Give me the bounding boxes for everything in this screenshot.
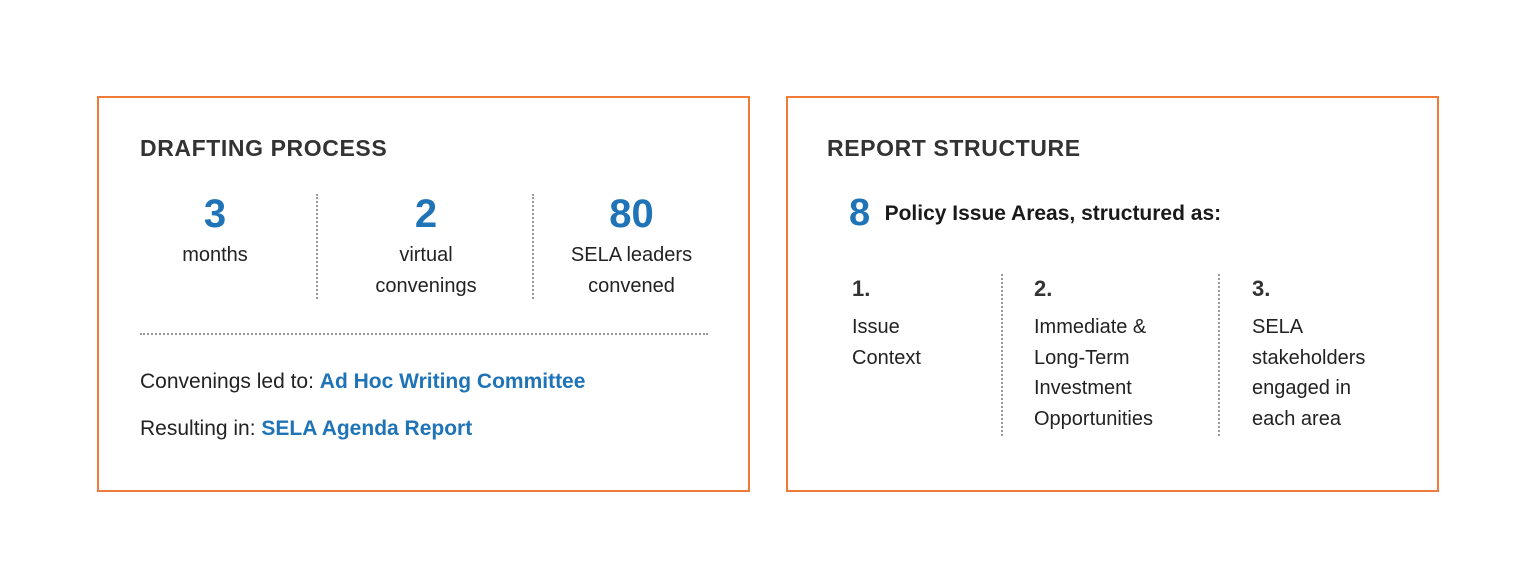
report-structure-card: REPORT STRUCTURE 8 Policy Issue Areas, s… bbox=[786, 96, 1439, 492]
structure-item-3-number: 3. bbox=[1252, 276, 1271, 301]
stat-convenings: 2 virtual convenings bbox=[351, 192, 501, 302]
resulting-line: Resulting in: SELA Agenda Report bbox=[140, 417, 472, 441]
structure-divider-1 bbox=[1001, 274, 1003, 436]
structure-item-2-number: 2. bbox=[1034, 276, 1053, 301]
stat-convenings-label: virtual convenings bbox=[375, 244, 477, 297]
structure-item-1: 1. Issue Context bbox=[852, 276, 992, 373]
policy-areas-count: 8 bbox=[849, 192, 871, 234]
structure-item-2-text: Immediate & Long-Term Investment Opportu… bbox=[1034, 316, 1153, 430]
structure-item-1-text: Issue Context bbox=[852, 316, 921, 369]
stat-leaders-label: SELA leaders convened bbox=[570, 244, 693, 297]
stat-months-label: months bbox=[182, 244, 248, 266]
convenings-line: Convenings led to: Ad Hoc Writing Commit… bbox=[140, 370, 585, 394]
stat-divider-2 bbox=[532, 194, 534, 299]
structure-item-1-number: 1. bbox=[852, 276, 871, 301]
structure-divider-2 bbox=[1218, 274, 1220, 436]
structure-item-3-text: SELA stakeholders engaged in each area bbox=[1252, 316, 1366, 430]
resulting-result: SELA Agenda Report bbox=[261, 417, 473, 440]
structure-item-3: 3. SELA stakeholders engaged in each are… bbox=[1252, 276, 1412, 434]
convenings-prefix: Convenings led to: bbox=[140, 370, 314, 393]
structure-item-2: 2. Immediate & Long-Term Investment Oppo… bbox=[1034, 276, 1204, 434]
policy-areas-headline: 8 Policy Issue Areas, structured as: bbox=[849, 192, 1221, 235]
stat-months: 3 months bbox=[165, 192, 265, 271]
section-divider bbox=[140, 333, 708, 335]
stat-leaders-value: 80 bbox=[609, 192, 654, 236]
stat-months-value: 3 bbox=[203, 192, 227, 236]
convenings-result: Ad Hoc Writing Committee bbox=[319, 370, 586, 393]
stat-divider-1 bbox=[316, 194, 318, 299]
stat-leaders: 80 SELA leaders convened bbox=[554, 192, 709, 302]
drafting-process-title: DRAFTING PROCESS bbox=[140, 135, 388, 161]
stat-convenings-value: 2 bbox=[414, 192, 438, 236]
policy-areas-text: Policy Issue Areas, structured as: bbox=[884, 201, 1222, 225]
report-structure-title: REPORT STRUCTURE bbox=[827, 135, 1081, 161]
drafting-process-card: DRAFTING PROCESS 3 months 2 virtual conv… bbox=[97, 96, 750, 492]
resulting-prefix: Resulting in: bbox=[140, 417, 256, 440]
